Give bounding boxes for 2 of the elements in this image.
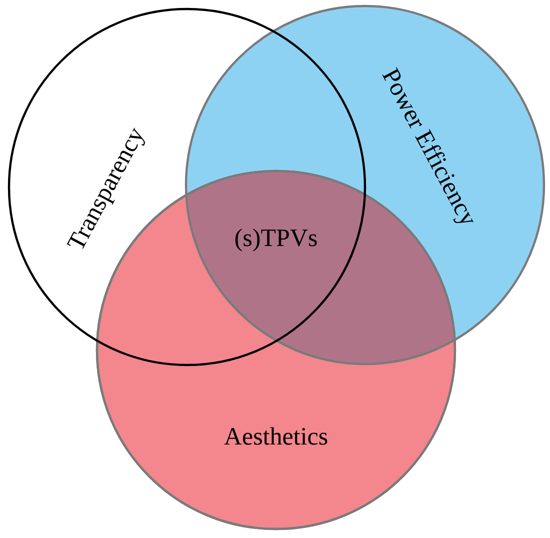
- node-label: Aesthetics: [224, 427, 328, 445]
- overlap-label: (s)TPVs: [235, 228, 317, 252]
